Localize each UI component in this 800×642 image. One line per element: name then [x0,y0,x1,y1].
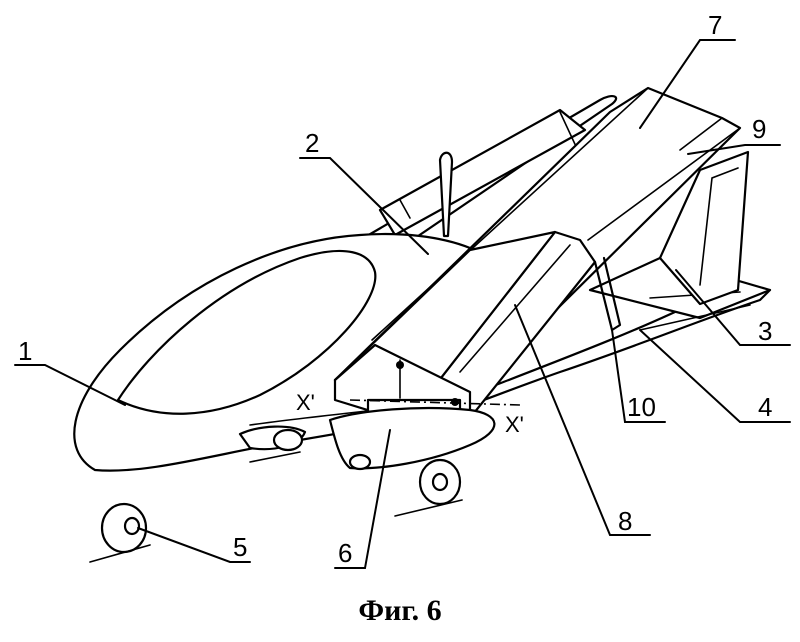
figure-caption: Фиг. 6 [358,594,441,627]
fin-rudder-line [699,167,739,286]
keel-nose [348,453,372,471]
vertical-fin [658,150,750,306]
leader-10 [611,329,666,423]
numeral-8: 8 [618,506,632,536]
hinge-axis [349,399,521,406]
numeral-3: 3 [758,316,772,346]
axis-label-right: X' [505,412,524,437]
leader-6 [334,429,391,569]
rear-wing [358,94,618,264]
upper-wing-trailing [587,127,741,241]
front-wheel-hub [123,516,141,536]
rear-wing-panel [378,108,587,237]
reference-numerals: 1 2 3 4 5 6 7 8 9 10 [18,10,772,568]
upper-wing-leading-edge [371,87,649,341]
rear-wing-mark [399,199,411,219]
numeral-9: 9 [752,114,766,144]
leader-2 [299,157,429,255]
keel-wheel-hub [431,472,449,492]
leader-lines [14,39,791,569]
lower-wing-fold-line [459,244,571,373]
keel [328,406,496,517]
tail-assembly [468,150,772,407]
hinge-pin-right [451,398,459,406]
leader-5 [137,527,251,563]
tail-boom [468,288,772,407]
leader-3 [675,269,791,346]
hinge-pin-upper [396,361,404,369]
leader-8 [514,304,651,536]
numeral-5: 5 [233,532,247,562]
numeral-10: 10 [627,392,656,422]
antenna-mast [438,151,454,238]
tail-strake [639,304,751,331]
keel-fairing [328,406,496,470]
wing-tip-line [679,117,723,151]
horizontal-stabilizer [588,256,772,320]
leader-4 [639,329,791,423]
leader-9 [687,144,781,155]
ground-line-left [249,451,301,463]
numeral-4: 4 [758,392,772,422]
ground-line-wheel [89,544,151,563]
canopy [116,249,377,415]
wing-strut [593,256,622,332]
numeral-7: 7 [708,10,722,40]
numeral-2: 2 [305,128,319,158]
detached-wheel [89,502,151,563]
numeral-1: 1 [18,336,32,366]
ground-line-mid [394,499,463,517]
axis-label-left: X' [296,390,315,415]
leader-1 [14,364,126,406]
main-wheel [272,428,304,452]
leader-7 [639,39,736,129]
numeral-6: 6 [338,538,352,568]
